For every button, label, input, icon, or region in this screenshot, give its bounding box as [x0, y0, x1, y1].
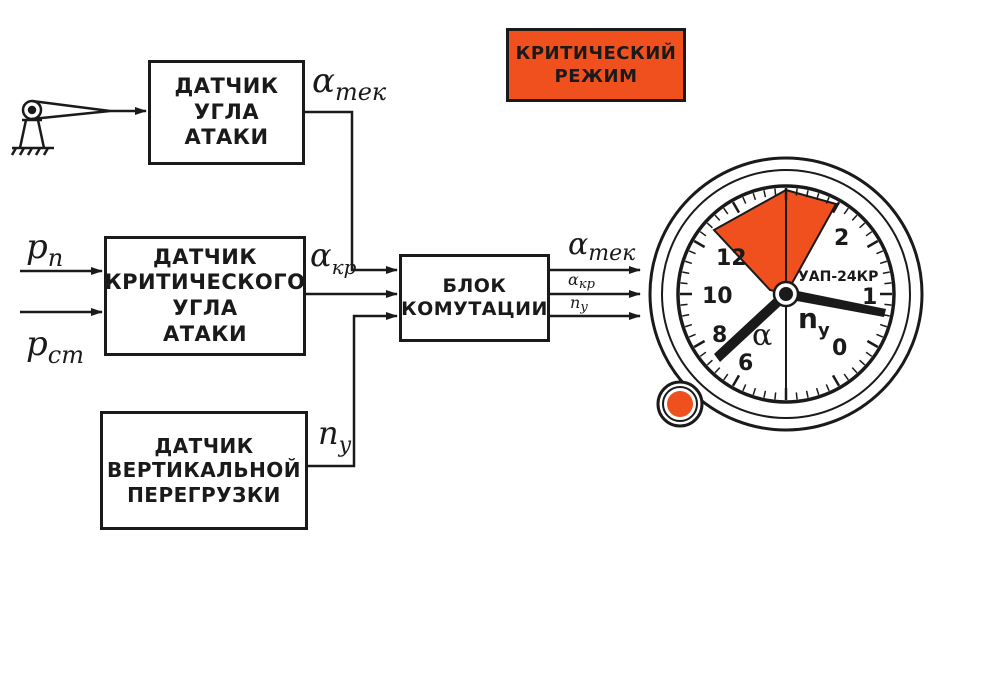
gauge-tick	[831, 201, 841, 214]
alpha-scale-6: 6	[738, 351, 753, 376]
gauge-tick	[884, 282, 892, 285]
gauge-tick	[706, 222, 713, 229]
gauge-tick	[714, 214, 721, 221]
gauge-tick	[866, 239, 879, 249]
gauge-tick	[859, 359, 866, 366]
gauge-tick	[693, 239, 706, 249]
gauge-tick	[865, 351, 873, 357]
gauge-tick	[851, 214, 858, 221]
gauge-tick	[774, 188, 777, 196]
label-alpha-cur: αтек	[312, 61, 387, 106]
gauge-tick	[859, 222, 866, 229]
gauge-tick	[699, 231, 707, 237]
gauge-tick	[706, 359, 713, 366]
gauge-tick	[843, 207, 849, 215]
gauge-tick	[866, 339, 879, 349]
gauge-tick	[815, 192, 820, 201]
gauge-tick	[805, 190, 809, 198]
gauge-tick	[742, 384, 747, 392]
gauge-tick	[742, 196, 747, 204]
label-ny: ny	[318, 414, 352, 458]
out-label-alpha-cr: αкр	[568, 270, 596, 292]
alpha-needle	[714, 290, 789, 362]
gauge-tick	[763, 190, 767, 198]
gauge-tick	[680, 282, 688, 285]
gauge-tick	[876, 250, 884, 255]
gauge-tick	[795, 392, 798, 400]
alpha-scale-10: 10	[702, 284, 733, 309]
gauge-tick	[879, 260, 888, 265]
gauge-tick	[825, 384, 830, 392]
gauge-model-label: УАП-24КР	[798, 269, 878, 285]
gauge-tick	[825, 196, 830, 204]
alpha-scale-12: 12	[716, 246, 747, 271]
ny-scale-1: 1	[862, 285, 877, 310]
aoa-sensor-label: ДАТЧИК УГЛА АТАКИ	[174, 74, 279, 150]
gauge-tick	[752, 387, 757, 396]
ny-needle	[786, 289, 886, 317]
gauge-tick	[884, 303, 892, 306]
gauge-tick	[876, 333, 884, 338]
gauge-tick	[688, 250, 696, 255]
gauge-tick	[693, 339, 706, 349]
switching-unit-block: БЛОК КОМУТАЦИИ	[399, 254, 550, 342]
vane-sensor-icon	[10, 99, 111, 156]
label-alpha-cr: αкр	[310, 236, 357, 279]
critical-aoa-sensor-label: ДАТЧИК КРИТИЧЕСКОГО УГЛА АТАКИ	[104, 244, 306, 346]
gauge-tick	[731, 374, 741, 387]
gauge-ny-symbol: ny	[798, 302, 830, 341]
gauge-tick	[682, 313, 690, 317]
switching-unit-label: БЛОК КОМУТАЦИИ	[401, 274, 548, 320]
label-p-full: pп	[26, 227, 63, 272]
gauge-tick	[843, 373, 849, 381]
out-label-alpha-cur: αтек	[568, 227, 636, 266]
gauge-tick	[723, 207, 729, 215]
gauge-tick	[882, 271, 890, 275]
critical-mode-indicator: КРИТИЧЕСКИЙ РЕЖИМ	[506, 28, 686, 102]
gauge-tick	[723, 373, 729, 381]
label-p-static: pст	[26, 324, 84, 369]
gauge-tick	[688, 333, 696, 338]
ny-scale-0: 0	[832, 336, 847, 361]
gauge-tick	[795, 188, 798, 196]
gauge-tick	[682, 271, 690, 275]
vertical-load-sensor-block: ДАТЧИК ВЕРТИКАЛЬНОЙ ПЕРЕГРУЗКИ	[100, 411, 308, 530]
critical-sector	[712, 189, 838, 296]
gauge-tick	[865, 231, 873, 237]
out-label-ny: ny	[570, 293, 588, 315]
alpha-scale-8: 8	[712, 323, 727, 348]
vertical-load-sensor-label: ДАТЧИК ВЕРТИКАЛЬНОЙ ПЕРЕГРУЗКИ	[106, 433, 302, 507]
gauge-tick	[699, 351, 707, 357]
gauge-tick	[752, 192, 757, 201]
gauge-tick	[851, 367, 858, 374]
gauge-tick	[815, 387, 820, 396]
gauge-tick	[731, 201, 741, 214]
gauge-tick	[684, 260, 693, 265]
aoa-sensor-block: ДАТЧИК УГЛА АТАКИ	[148, 60, 305, 165]
alpha-cur-line	[305, 110, 398, 274]
ny-line	[308, 312, 398, 468]
gauge-tick	[763, 390, 767, 398]
critical-aoa-sensor-block: ДАТЧИК КРИТИЧЕСКОГО УГЛА АТАКИ	[104, 236, 306, 356]
uap-24kr-gauge: 12 10 8 6 2 1 0 УАП-24КР α ny	[648, 156, 924, 432]
gauge-tick	[805, 390, 809, 398]
gauge-tick	[774, 392, 777, 400]
gauge-tick	[831, 374, 841, 387]
gauge-ticks	[680, 188, 892, 400]
gauge-tick	[714, 367, 721, 374]
critical-mode-label: КРИТИЧЕСКИЙ РЕЖИМ	[515, 42, 677, 87]
gauge-tick	[680, 303, 688, 306]
gauge-tick	[684, 323, 693, 328]
ny-scale-2: 2	[834, 226, 849, 251]
gauge-tick	[879, 323, 888, 328]
